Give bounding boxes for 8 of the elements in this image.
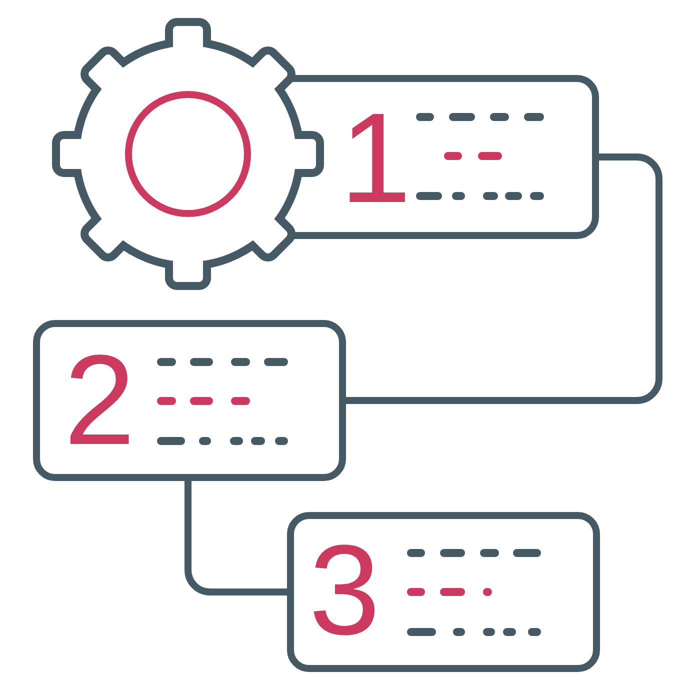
connector-line bbox=[346, 154, 662, 404]
process-box bbox=[287, 512, 600, 672]
step-number: 3 bbox=[309, 545, 380, 637]
process-box bbox=[33, 320, 346, 481]
connector-line bbox=[184, 481, 287, 596]
step-number: 1 bbox=[340, 113, 412, 205]
process-box bbox=[292, 75, 599, 239]
step-number: 2 bbox=[64, 355, 136, 447]
